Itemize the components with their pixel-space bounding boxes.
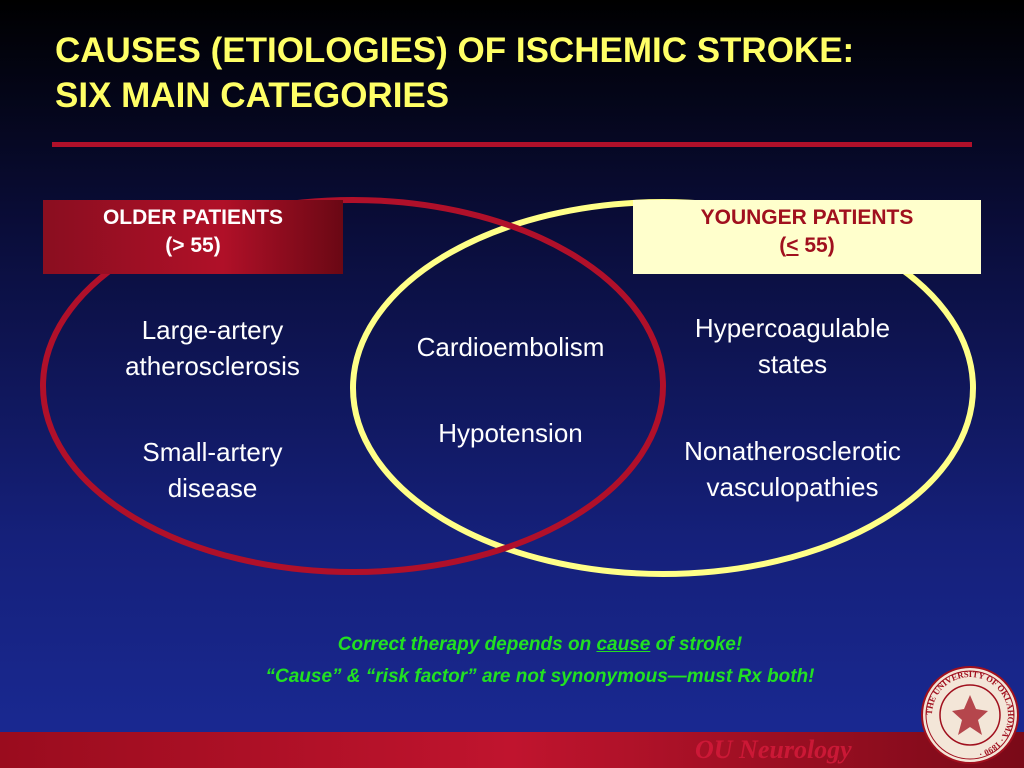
younger-item2-line2: vasculopathies	[706, 472, 879, 502]
university-seal-icon: THE UNIVERSITY OF OKLAHOMA · 1890 ·	[921, 666, 1019, 764]
slide-title: CAUSES (ETIOLOGIES) OF ISCHEMIC STROKE: …	[55, 28, 995, 118]
footer-line1-emph: cause	[596, 634, 651, 655]
overlap-hypotension: Hypotension	[438, 418, 583, 448]
younger-item2-line1: Nonatherosclerotic	[684, 436, 901, 466]
older-item2-line2: disease	[167, 473, 258, 503]
footer-line1-post: of stroke!	[650, 634, 743, 655]
younger-badge-open: (	[779, 234, 787, 257]
younger-patients-badge: YOUNGER PATIENTS (< 55)	[633, 200, 981, 274]
younger-badge-line2: (< 55)	[633, 232, 981, 260]
older-item2-line1: Small-artery	[142, 437, 283, 467]
overlap-cardioembolism: Cardioembolism	[416, 332, 605, 362]
younger-item1-line1: Hypercoagulable	[694, 313, 891, 343]
younger-item-nonatherosclerotic: Nonatherosclerotic vasculopathies	[645, 433, 940, 505]
footer-line2: “Cause” & “risk factor” are not synonymo…	[265, 666, 815, 687]
footer-line1: Correct therapy depends on cause of stro…	[120, 630, 960, 659]
slide-title-line2: SIX MAIN CATEGORIES	[55, 76, 450, 115]
older-item-large-artery: Large-artery atherosclerosis	[80, 312, 345, 384]
younger-badge-symbol: <	[786, 234, 799, 257]
older-item1-line1: Large-artery	[141, 315, 284, 345]
footer-line1-pre: Correct therapy depends on	[337, 634, 597, 655]
older-item1-line2: atherosclerosis	[125, 351, 300, 381]
younger-item-hypercoagulable: Hypercoagulable states	[645, 310, 940, 382]
older-patients-badge: OLDER PATIENTS (> 55)	[43, 200, 343, 274]
brand-text: OU Neurology	[695, 735, 852, 764]
older-badge-line2: (> 55)	[165, 234, 221, 257]
older-badge-line1: OLDER PATIENTS	[102, 206, 284, 229]
slide-title-line1: CAUSES (ETIOLOGIES) OF ISCHEMIC STROKE:	[55, 31, 855, 70]
bottom-bar	[0, 732, 1024, 768]
title-divider	[52, 142, 972, 147]
older-circle	[40, 197, 666, 575]
younger-badge-line1: YOUNGER PATIENTS	[700, 206, 914, 229]
younger-badge-rest: 55)	[798, 234, 835, 257]
younger-item1-line2: states	[757, 349, 828, 379]
older-item-small-artery: Small-artery disease	[80, 434, 345, 506]
